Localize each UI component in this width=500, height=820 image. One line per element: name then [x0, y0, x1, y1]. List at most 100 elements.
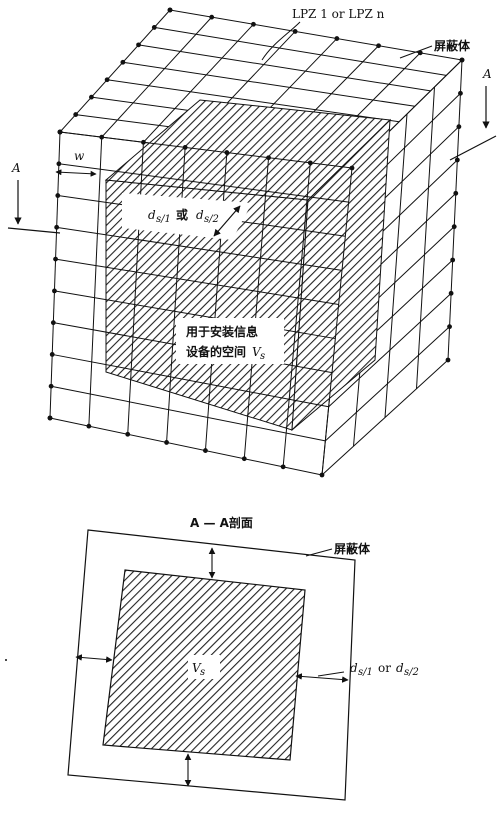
- mesh-width-label: w: [74, 149, 85, 163]
- front-mesh-node: [349, 165, 355, 171]
- side-mesh-vline: [447, 59, 463, 361]
- section-distance-label: d s/1 or d s/2: [317, 661, 419, 678]
- top-mesh-node: [89, 94, 94, 100]
- side-mesh-node: [445, 357, 451, 363]
- section-distance-d2: d: [396, 661, 404, 675]
- front-mesh-node: [99, 134, 105, 140]
- stray-dot: [5, 659, 7, 661]
- zone-label: LPZ 1 or LPZ n: [292, 7, 385, 21]
- side-mesh-node: [447, 324, 452, 330]
- distance-label-d2-sub: s/2: [204, 214, 219, 225]
- top-mesh-hline: [138, 44, 431, 92]
- front-mesh-node: [56, 161, 62, 167]
- section-mark-right: A: [449, 67, 497, 161]
- top-mesh-node: [292, 29, 298, 34]
- top-mesh-node: [120, 59, 126, 65]
- front-mesh-node: [307, 160, 313, 166]
- front-mesh-hline: [52, 353, 329, 408]
- front-mesh-node: [203, 448, 208, 453]
- front-mesh-vline: [88, 137, 103, 427]
- mesh-width-dim: w: [55, 149, 97, 177]
- front-mesh-node: [55, 193, 61, 198]
- top-mesh-node: [136, 42, 141, 48]
- front-mesh-node: [47, 415, 53, 421]
- volume-label-line1: 用于安装信息: [185, 324, 258, 339]
- top-mesh-hline: [169, 9, 463, 61]
- top-mesh-node: [376, 43, 381, 49]
- top-mesh-hline: [107, 79, 400, 123]
- front-mesh-hline: [51, 385, 326, 442]
- front-mesh-node: [319, 472, 325, 478]
- side-mesh-node: [458, 90, 463, 96]
- gap-arrow-right: [295, 673, 349, 683]
- volume-label-var: V: [252, 345, 262, 359]
- zone-leader: [261, 21, 301, 61]
- distance-label-d2: d: [196, 208, 204, 222]
- gap-arrow-left: [75, 654, 113, 663]
- section-volume-label: V s: [188, 655, 220, 679]
- front-mesh-vline: [321, 167, 353, 476]
- volume-label-box: 用于安装信息 设备的空间 V s: [176, 318, 284, 364]
- shield-leader: [399, 45, 433, 59]
- volume-label-line2: 设备的空间: [186, 344, 246, 359]
- front-mesh-node: [86, 423, 92, 429]
- front-mesh-node: [57, 129, 63, 135]
- top-mesh-node: [251, 21, 256, 27]
- section-distance-d1-sub: s/1: [358, 667, 373, 678]
- side-mesh-node: [456, 124, 462, 130]
- front-mesh-hline: [49, 417, 323, 476]
- front-mesh-hline: [58, 163, 349, 203]
- side-mesh-hline: [321, 359, 449, 476]
- top-mesh-node: [209, 14, 215, 20]
- front-mesh-node: [50, 320, 56, 326]
- top-mesh-node: [73, 112, 79, 117]
- side-mesh-hline: [328, 292, 452, 408]
- front-mesh-vline: [243, 157, 270, 459]
- section-distance-or: or: [378, 661, 391, 675]
- front-mesh-vline: [127, 142, 144, 435]
- side-mesh-hline: [324, 326, 450, 442]
- top-mesh-hline: [122, 61, 415, 107]
- distance-label-d: d: [148, 208, 156, 222]
- front-mesh-node: [182, 145, 188, 150]
- front-mesh-node: [52, 288, 57, 294]
- top-mesh-node: [104, 77, 110, 83]
- front-mesh-hline: [54, 290, 336, 340]
- shield-front-mesh: [47, 129, 355, 478]
- section-volume-var: V: [192, 661, 202, 675]
- front-mesh-hline: [55, 258, 339, 305]
- side-mesh-vline: [384, 113, 408, 418]
- front-mesh-vline: [282, 162, 311, 467]
- section-mark-left-label: A: [11, 161, 21, 175]
- volume-label-sub: s: [260, 351, 265, 362]
- distance-arrow: [213, 205, 241, 237]
- front-mesh-node: [241, 456, 247, 462]
- section-volume-sub: s: [200, 667, 205, 678]
- shield-label-group: 屏蔽体: [399, 38, 471, 59]
- front-mesh-node: [266, 155, 271, 161]
- front-mesh-vline: [49, 131, 61, 419]
- zone-label-group: LPZ 1 or LPZ n: [261, 7, 385, 61]
- section-shield-label-group: 屏蔽体: [305, 541, 371, 557]
- section-mark-right-label: A: [482, 67, 492, 81]
- distance-label-or: 或: [176, 207, 188, 222]
- front-mesh-node: [224, 150, 230, 155]
- front-mesh-hline: [59, 131, 353, 169]
- distance-label-d1-sub: s/1: [156, 214, 171, 225]
- side-mesh-node: [448, 290, 454, 296]
- top-mesh-node: [167, 7, 173, 13]
- side-mesh-node: [451, 224, 457, 230]
- front-mesh-node: [49, 352, 55, 357]
- front-mesh-hline: [56, 226, 343, 271]
- inner-volume: [104, 99, 392, 432]
- side-mesh-node: [459, 57, 465, 63]
- side-mesh-node: [450, 257, 456, 263]
- top-mesh-node: [334, 36, 340, 41]
- section-distance-d1: d: [350, 661, 358, 675]
- section-view: A — A剖面 V s 屏蔽体 d s/1 or d s/2: [5, 515, 419, 801]
- side-mesh-node: [454, 157, 460, 163]
- section-mark-left: A: [7, 161, 61, 234]
- front-mesh-node: [125, 431, 131, 437]
